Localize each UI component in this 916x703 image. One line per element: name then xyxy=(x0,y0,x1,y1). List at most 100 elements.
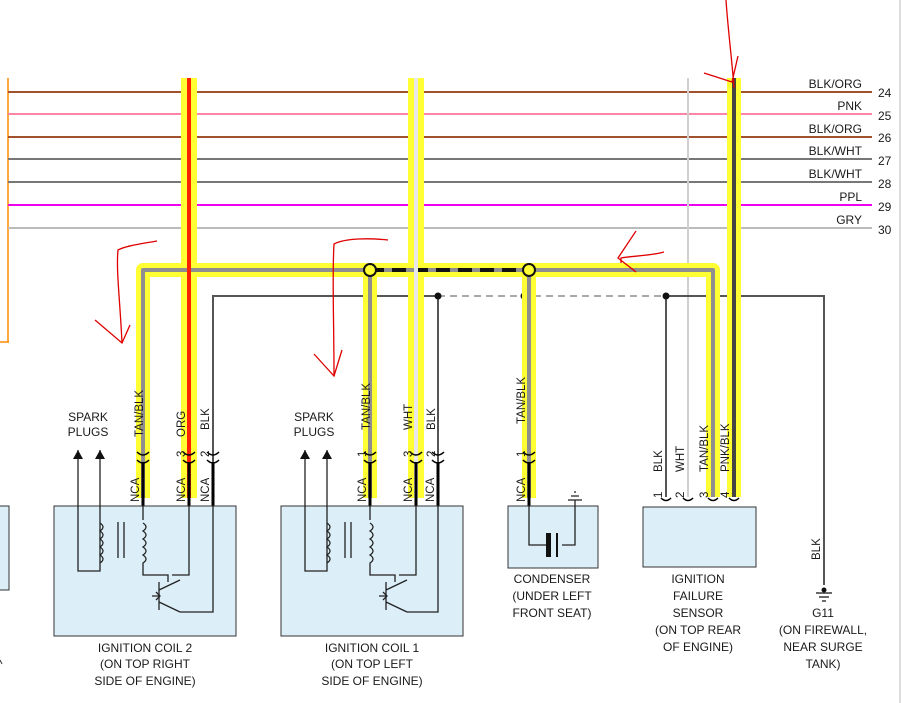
secondary-winding-icon xyxy=(304,450,331,572)
spark-plugs-label: SPARK xyxy=(68,410,108,424)
markup-arrow xyxy=(116,240,158,344)
bus-color-label: BLK/WHT xyxy=(809,144,863,158)
wire-ends xyxy=(141,462,531,506)
pin-number: 2 xyxy=(200,451,212,457)
bus-color-label: BLK/ORG xyxy=(809,77,862,91)
bus-circuit-number: 25 xyxy=(878,109,892,123)
bus-circuit-number: 24 xyxy=(878,86,892,100)
bus-color-label: BLK/WHT xyxy=(809,167,863,181)
bus-labels: BLK/ORG 24 PNK 25 BLK/ORG 26 BLK/WHT 27 … xyxy=(809,77,892,237)
sensor-caption: (ON TOP REAR xyxy=(655,623,741,637)
sensor-caption: IGNITION xyxy=(671,572,724,586)
markup-arrow xyxy=(620,251,665,263)
wire-color-label: ORG xyxy=(176,411,188,437)
wire-labels: TAN/BLK ORG BLK TAN/BLK WHT BLK TAN/BLK … xyxy=(134,377,823,560)
bus-color-label: PPL xyxy=(839,190,862,204)
red-markup xyxy=(94,0,739,378)
bus-circuit-number: 27 xyxy=(878,154,892,168)
spark-plug-arrow-icon xyxy=(73,450,105,459)
tan-blk-wire xyxy=(141,268,715,498)
wire-color-label: TAN/BLK xyxy=(699,425,711,472)
nca-label: NCA xyxy=(176,477,188,502)
spark-plug-arrow-icon xyxy=(300,450,332,459)
ground-g11 xyxy=(816,587,832,602)
pin-number: 2 xyxy=(426,451,438,457)
bus-circuit-number: 29 xyxy=(878,200,892,214)
sensor-caption: SENSOR xyxy=(673,606,724,620)
coil-2-caption: SIDE OF ENGINE) xyxy=(94,674,195,688)
nca-label: NCA xyxy=(403,477,415,502)
pin-number: 1 xyxy=(516,451,528,457)
bus-circuit-number: 28 xyxy=(878,177,892,191)
bus-color-label: BLK/ORG xyxy=(809,122,862,136)
wire-color-label: WHT xyxy=(403,404,415,430)
capacitor-icon xyxy=(546,533,551,557)
pin-number: 1 xyxy=(357,451,369,457)
condenser-caption: (UNDER LEFT xyxy=(512,589,592,603)
ignition-coil-1 xyxy=(280,450,464,637)
bus-color-label: PNK xyxy=(837,99,862,113)
bus-circuit-number: 26 xyxy=(878,131,892,145)
wire-color-label: PNK/BLK xyxy=(720,423,732,472)
splice-dot xyxy=(434,292,442,300)
primary-winding-icon xyxy=(368,506,396,582)
splice-node xyxy=(363,263,377,277)
wire-color-label: TAN/BLK xyxy=(361,383,373,430)
condenser-box xyxy=(507,505,599,569)
ground-id: G11 xyxy=(812,606,834,620)
chassis-ground-icon xyxy=(568,491,582,501)
condenser xyxy=(507,491,599,569)
ground-caption: NEAR SURGE xyxy=(783,640,862,654)
splice-dot xyxy=(662,292,670,300)
bus-circuit-number: 30 xyxy=(878,223,892,237)
bus-color-label: GRY xyxy=(836,213,862,227)
ignition-coil-2 xyxy=(53,450,237,637)
coil-2-caption: (ON TOP RIGHT xyxy=(100,657,191,671)
highlighted-circuits xyxy=(136,78,741,498)
pin-number: 2 xyxy=(675,492,687,498)
core-icon xyxy=(117,522,125,558)
wire-color-label: BLK xyxy=(653,450,665,472)
nca-label: NCA xyxy=(425,477,437,502)
ground-caption: TANK) xyxy=(805,657,840,671)
coil-2-caption: IGNITION COIL 2 xyxy=(98,641,193,655)
wire-color-label: TAN/BLK xyxy=(134,390,146,437)
coil-1-caption: SIDE OF ENGINE) xyxy=(321,674,422,688)
sensor-caption: FAILURE xyxy=(673,589,723,603)
pin-number: 3 xyxy=(403,451,415,457)
nca-labels: NCA NCA NCA NCA NCA NCA NCA xyxy=(130,477,528,502)
wire-color-label: BLK xyxy=(811,538,823,560)
wire-color-label: WHT xyxy=(675,446,687,472)
markup-arrow xyxy=(332,238,389,377)
nca-label: NCA xyxy=(200,477,212,502)
splice-node xyxy=(522,263,536,277)
secondary-winding-icon xyxy=(77,450,104,572)
pin-number: 3 xyxy=(176,451,188,457)
connector-pins xyxy=(136,451,740,502)
blk-wire-coil2 xyxy=(212,295,438,496)
sensor-caption: OF ENGINE) xyxy=(663,640,733,654)
tan-blk-highlight xyxy=(136,263,720,498)
primary-winding-icon xyxy=(141,506,169,582)
pin-number: 4 xyxy=(720,491,732,498)
wire-color-label: BLK xyxy=(200,408,212,430)
pin-numbers: 3 2 1 3 2 1 1 2 3 4 xyxy=(176,451,732,498)
nca-label: NCA xyxy=(130,477,142,502)
sensor-box xyxy=(642,506,757,568)
offscreen-component-box xyxy=(0,505,10,591)
condenser-caption: FRONT SEAT) xyxy=(513,606,592,620)
pin-number: 3 xyxy=(699,492,711,498)
wire-color-label: TAN/BLK xyxy=(516,377,528,424)
component-captions: IGNITION COIL 2 (ON TOP RIGHT SIDE OF EN… xyxy=(94,572,867,688)
markup-arrow xyxy=(725,0,735,89)
spark-plug-labels: SPARK PLUGS SPARK PLUGS xyxy=(68,410,335,439)
spark-plugs-label: SPARK xyxy=(294,410,334,424)
coil-1-caption: (ON TOP LEFT xyxy=(331,657,414,671)
ground-icon xyxy=(816,592,832,602)
nca-label: NCA xyxy=(516,477,528,502)
condenser-caption: CONDENSER xyxy=(514,572,591,586)
ignition-failure-sensor xyxy=(642,506,757,568)
nca-label: NCA xyxy=(357,477,369,502)
bus-wires xyxy=(8,91,872,229)
